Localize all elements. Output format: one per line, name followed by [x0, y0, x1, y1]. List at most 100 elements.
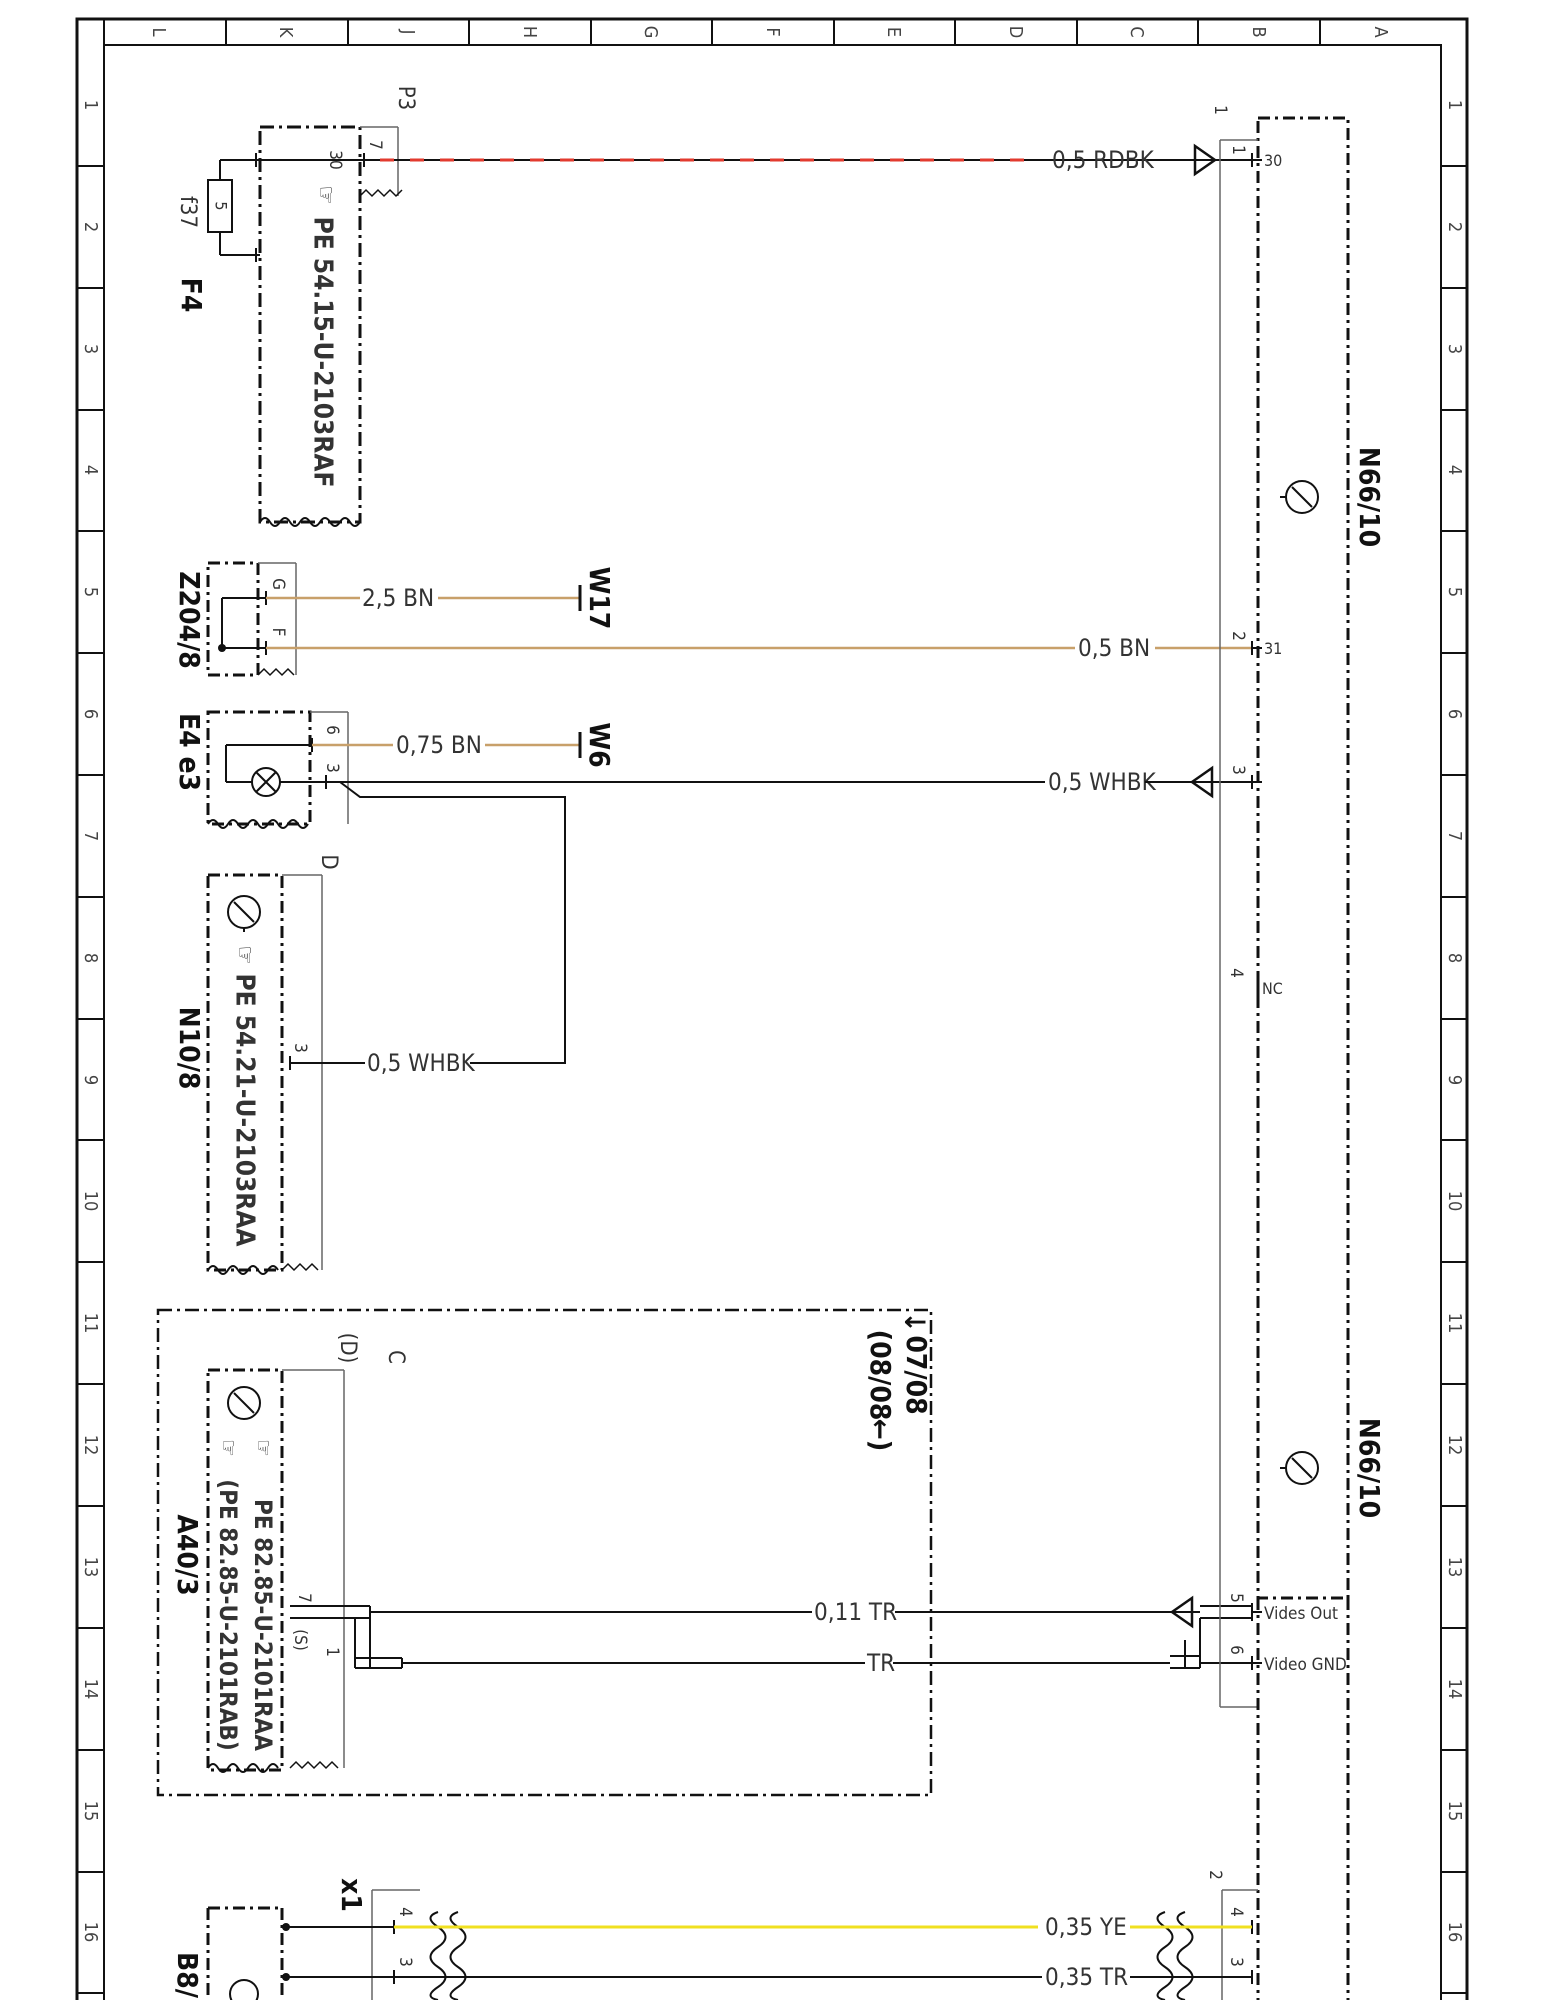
row-label: 11	[1444, 1313, 1465, 1334]
pin-label: 3	[322, 763, 342, 773]
option-code: 07/08	[900, 1335, 933, 1414]
hand-pointer-icon: ☞	[312, 185, 340, 204]
wire-rdbk: 0,5 RDBK	[364, 143, 1252, 177]
col-label: L	[148, 27, 169, 36]
pin-number: 3	[1228, 765, 1248, 775]
reference-a40-2: (PE 82.85-U-2101RAB)	[214, 1479, 242, 1750]
col-label: E	[883, 27, 904, 37]
wire-label: 0,35 TR	[1045, 1963, 1128, 1991]
connector-label: C	[383, 1350, 408, 1364]
row-label: 2	[80, 222, 101, 232]
control-unit-icon	[229, 1979, 259, 2000]
row-label: 6	[1444, 709, 1465, 719]
row-label: 4	[80, 465, 101, 475]
pin-number: 6	[1226, 1645, 1246, 1655]
row-label: 13	[80, 1557, 101, 1578]
row-label: 3	[1444, 344, 1465, 354]
pin-label: 30	[1264, 151, 1282, 170]
pin-label: 7	[294, 1593, 314, 1603]
connector-label: 2	[1205, 1870, 1225, 1880]
reference-n10: PE 54.21-U-2103RAA	[230, 974, 260, 1247]
component-z204[interactable]: G F Z204/8	[173, 561, 297, 677]
wire-label: 0,35 YE	[1045, 1913, 1127, 1941]
col-label: H	[519, 26, 540, 38]
pin-number: 3	[395, 1957, 415, 1967]
fuse-rating: 5	[212, 201, 231, 210]
wire-bn-w6: 0,75 BN W6	[312, 722, 616, 768]
reference-a40-1: PE 82.85-U-2101RAA	[249, 1499, 277, 1751]
wire-label: 0,11 TR	[814, 1598, 897, 1626]
col-label: J	[397, 29, 418, 35]
row-label: 16	[80, 1922, 101, 1943]
wire-tr-video: 0,11 TR	[370, 1595, 1252, 1629]
connector-label: D	[316, 854, 341, 869]
row-label: 14	[80, 1679, 101, 1700]
pin-label: 3	[290, 1043, 310, 1053]
arrow-icon: ↓	[898, 1311, 931, 1332]
row-label: 8	[80, 953, 101, 963]
row-label: 11	[80, 1313, 101, 1334]
wire-whbk-n10: 0,5 WHBK	[290, 1049, 476, 1077]
wire-label: 0,5 WHBK	[1048, 768, 1157, 796]
row-label: 8	[1444, 953, 1465, 963]
col-label: A	[1370, 26, 1391, 37]
wire-tr-bottom: 0,35 TR	[286, 1963, 1252, 1991]
component-n66-bottom[interactable]: N66/10 5 6 Vides Out Video GND 2 4 3	[1205, 1418, 1545, 2000]
row-label: 3	[80, 344, 101, 354]
component-label-n66: N66/10	[1353, 447, 1386, 547]
component-label-n10: N10/8	[173, 1007, 206, 1090]
control-unit-icon	[227, 1386, 261, 1420]
hand-pointer-icon: ☞	[250, 1439, 275, 1457]
row-label: 1	[1444, 100, 1465, 110]
pin-label: 7	[365, 140, 385, 150]
col-label: G	[640, 26, 661, 39]
option-code: (08/08	[864, 1330, 897, 1421]
pin-number: 4	[395, 1907, 415, 1917]
pin-label: 6	[322, 725, 342, 735]
pin-number: 5	[1226, 1593, 1246, 1603]
pin-label: 30	[325, 150, 345, 169]
row-label: 7	[80, 831, 101, 841]
row-label: 6	[80, 709, 101, 719]
pin-label: 31	[1264, 639, 1282, 658]
wire-whbk-top: 0,5 WHBK	[326, 765, 1252, 1064]
component-b8[interactable]: B8/	[171, 1906, 290, 2000]
option-box: 07/08 (08/08 ↓ ←)	[156, 1308, 933, 1797]
row-label: 15	[80, 1801, 101, 1822]
reference-f4: PE 54.15-U-2103RAF	[308, 217, 338, 488]
col-label: K	[275, 27, 296, 38]
row-label: 2	[1444, 222, 1465, 232]
component-n10[interactable]: D ☞ PE 54.21-U-2103RAA N10/8 3	[173, 854, 341, 1275]
row-label: 13	[1444, 1557, 1465, 1578]
row-label: 9	[80, 1075, 101, 1085]
row-label: 5	[80, 587, 101, 597]
row-label: 10	[1444, 1191, 1465, 1212]
pin-label: Video GND	[1264, 1655, 1347, 1675]
row-label: 7	[1444, 831, 1465, 841]
wire-label: 0,75 BN	[396, 731, 482, 759]
col-label: D	[1005, 26, 1026, 38]
frame: L K J H G F E D C B A 1 2 3 4 5 6 7 8 9 …	[75, 17, 1469, 2000]
ground-label-w17: W17	[583, 567, 616, 630]
component-n66-top[interactable]: 1 1 2 3 4 30 31 NC N66/10	[1210, 105, 1386, 1708]
component-a40[interactable]: C (D) ☞ ☞ PE 82.85-U-2101RAA (PE 82.85-U…	[171, 1333, 408, 1773]
component-label-b8: B8/	[171, 1952, 204, 1999]
wire-tr-gnd: TR	[402, 1618, 1252, 1677]
connector-label: 1	[1210, 105, 1230, 115]
connector-label-alt: (D)	[335, 1333, 360, 1364]
fuse-f4[interactable]: 5 f37 F4 30 7 P3 ☞ PE 54.15-U-2103RAF	[175, 86, 418, 527]
wire-ye: 0,35 YE	[286, 1913, 1252, 1941]
pin-label: NC	[1262, 979, 1283, 998]
component-label-e4: E4 e3	[173, 713, 206, 791]
arrow-icon: ←)	[864, 1419, 897, 1452]
hand-pointer-icon: ☞	[231, 945, 259, 964]
component-e4[interactable]: 6 3 E4 e3	[173, 710, 349, 829]
pin-number: 1	[1228, 145, 1248, 155]
wire-label: 2,5 BN	[362, 584, 434, 612]
row-label: 9	[1444, 1075, 1465, 1085]
row-label: 5	[1444, 587, 1465, 597]
col-label: C	[1126, 26, 1147, 37]
pin-label: G	[268, 578, 288, 590]
row-label: 16	[1444, 1922, 1465, 1943]
